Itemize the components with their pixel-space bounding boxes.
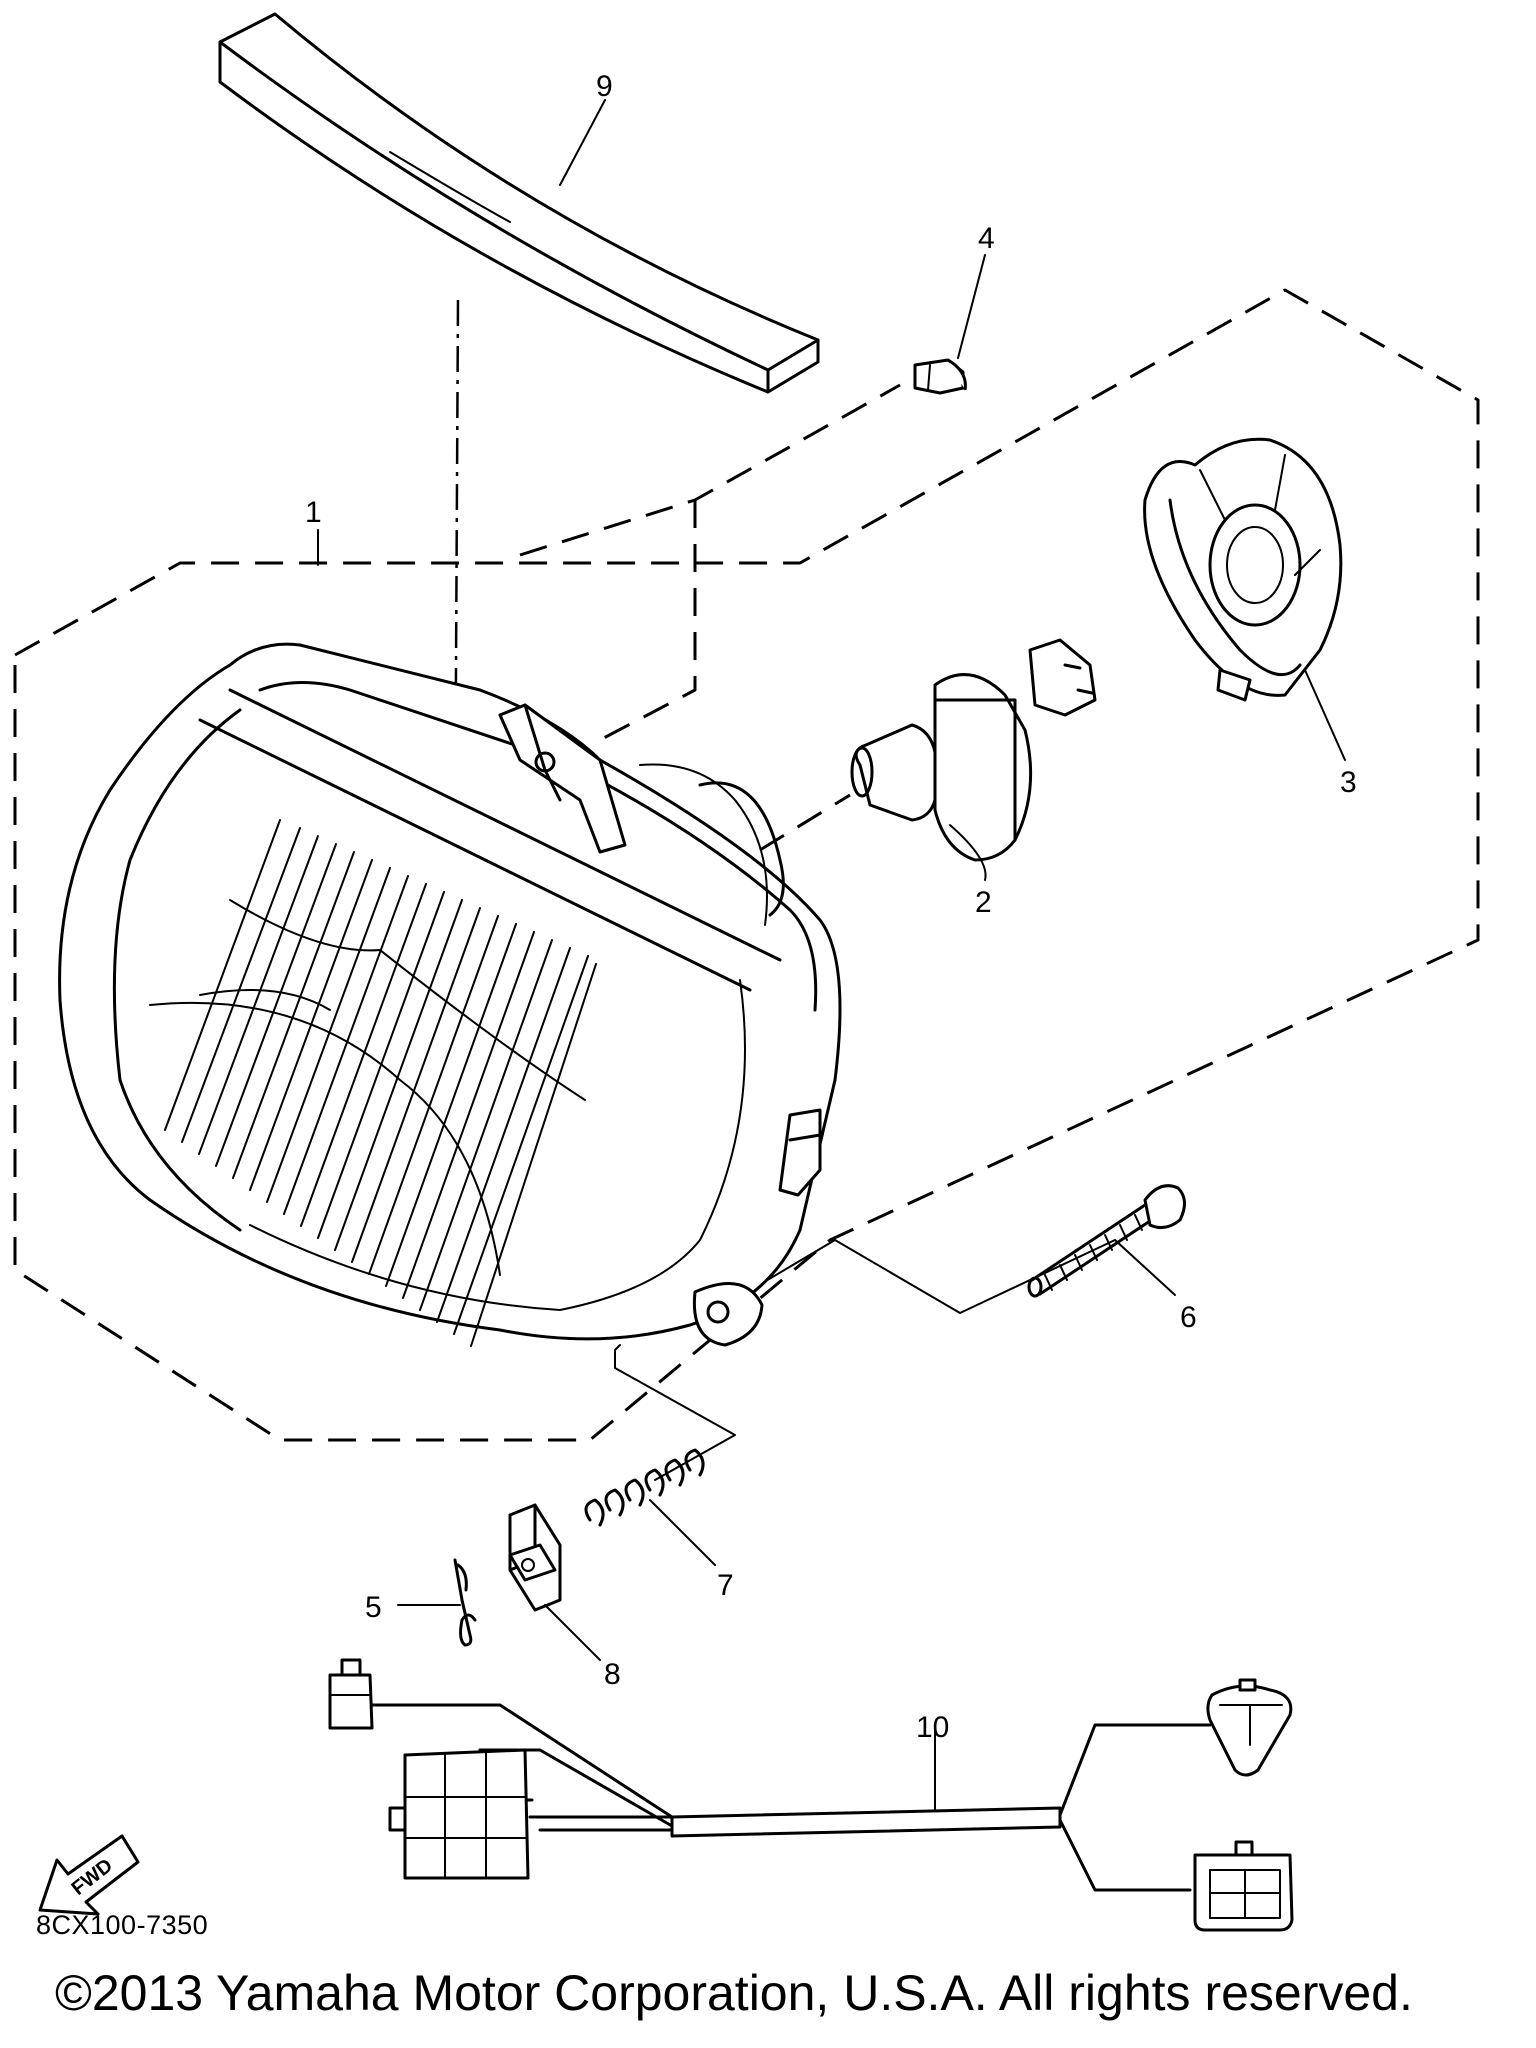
leader-line-8 <box>544 1604 601 1661</box>
copyright-notice: ©2013 Yamaha Motor Corporation, U.S.A. A… <box>55 1965 1413 2021</box>
callout-8: 8 <box>604 1658 621 1691</box>
assembly-boundary-inner <box>519 383 901 742</box>
part-10-wire-harness <box>328 1658 1294 1932</box>
callout-2: 2 <box>975 886 992 919</box>
part-8-nut-plate <box>508 1503 562 1612</box>
callout-6: 6 <box>1180 1301 1197 1334</box>
part-7-spring <box>584 1448 705 1527</box>
leader-line-7 <box>649 1499 716 1566</box>
callout-3: 3 <box>1340 766 1357 799</box>
callout-4: 4 <box>978 222 995 255</box>
callout-10: 10 <box>916 1711 949 1744</box>
diagram-code: 8CX100-7350 <box>36 1910 209 1940</box>
callout-5: 5 <box>365 1591 382 1624</box>
leader-line-6 <box>1114 1239 1176 1296</box>
leader-line-4 <box>957 254 986 359</box>
leader-line-3 <box>1304 669 1346 761</box>
callout-7: 7 <box>717 1569 734 1602</box>
part-2-bulb <box>850 638 1097 862</box>
part-6-adjusting-screw <box>1027 1184 1186 1298</box>
part-4-rivet <box>913 358 967 395</box>
leader-line-2 <box>949 824 987 881</box>
part-1-headlight-housing <box>58 642 842 1347</box>
leader-line-2-dash <box>759 793 851 852</box>
callout-1: 1 <box>305 496 322 529</box>
part-3-bulb-cover <box>1143 437 1343 702</box>
leader-line-9 <box>559 99 606 186</box>
part-5-clip <box>453 1558 477 1647</box>
callout-9: 9 <box>596 70 613 103</box>
fwd-arrow-icon: FWD <box>38 1834 140 1916</box>
part-9-visor-strip <box>218 12 820 394</box>
assembly-boundary-outer <box>13 288 1480 1442</box>
